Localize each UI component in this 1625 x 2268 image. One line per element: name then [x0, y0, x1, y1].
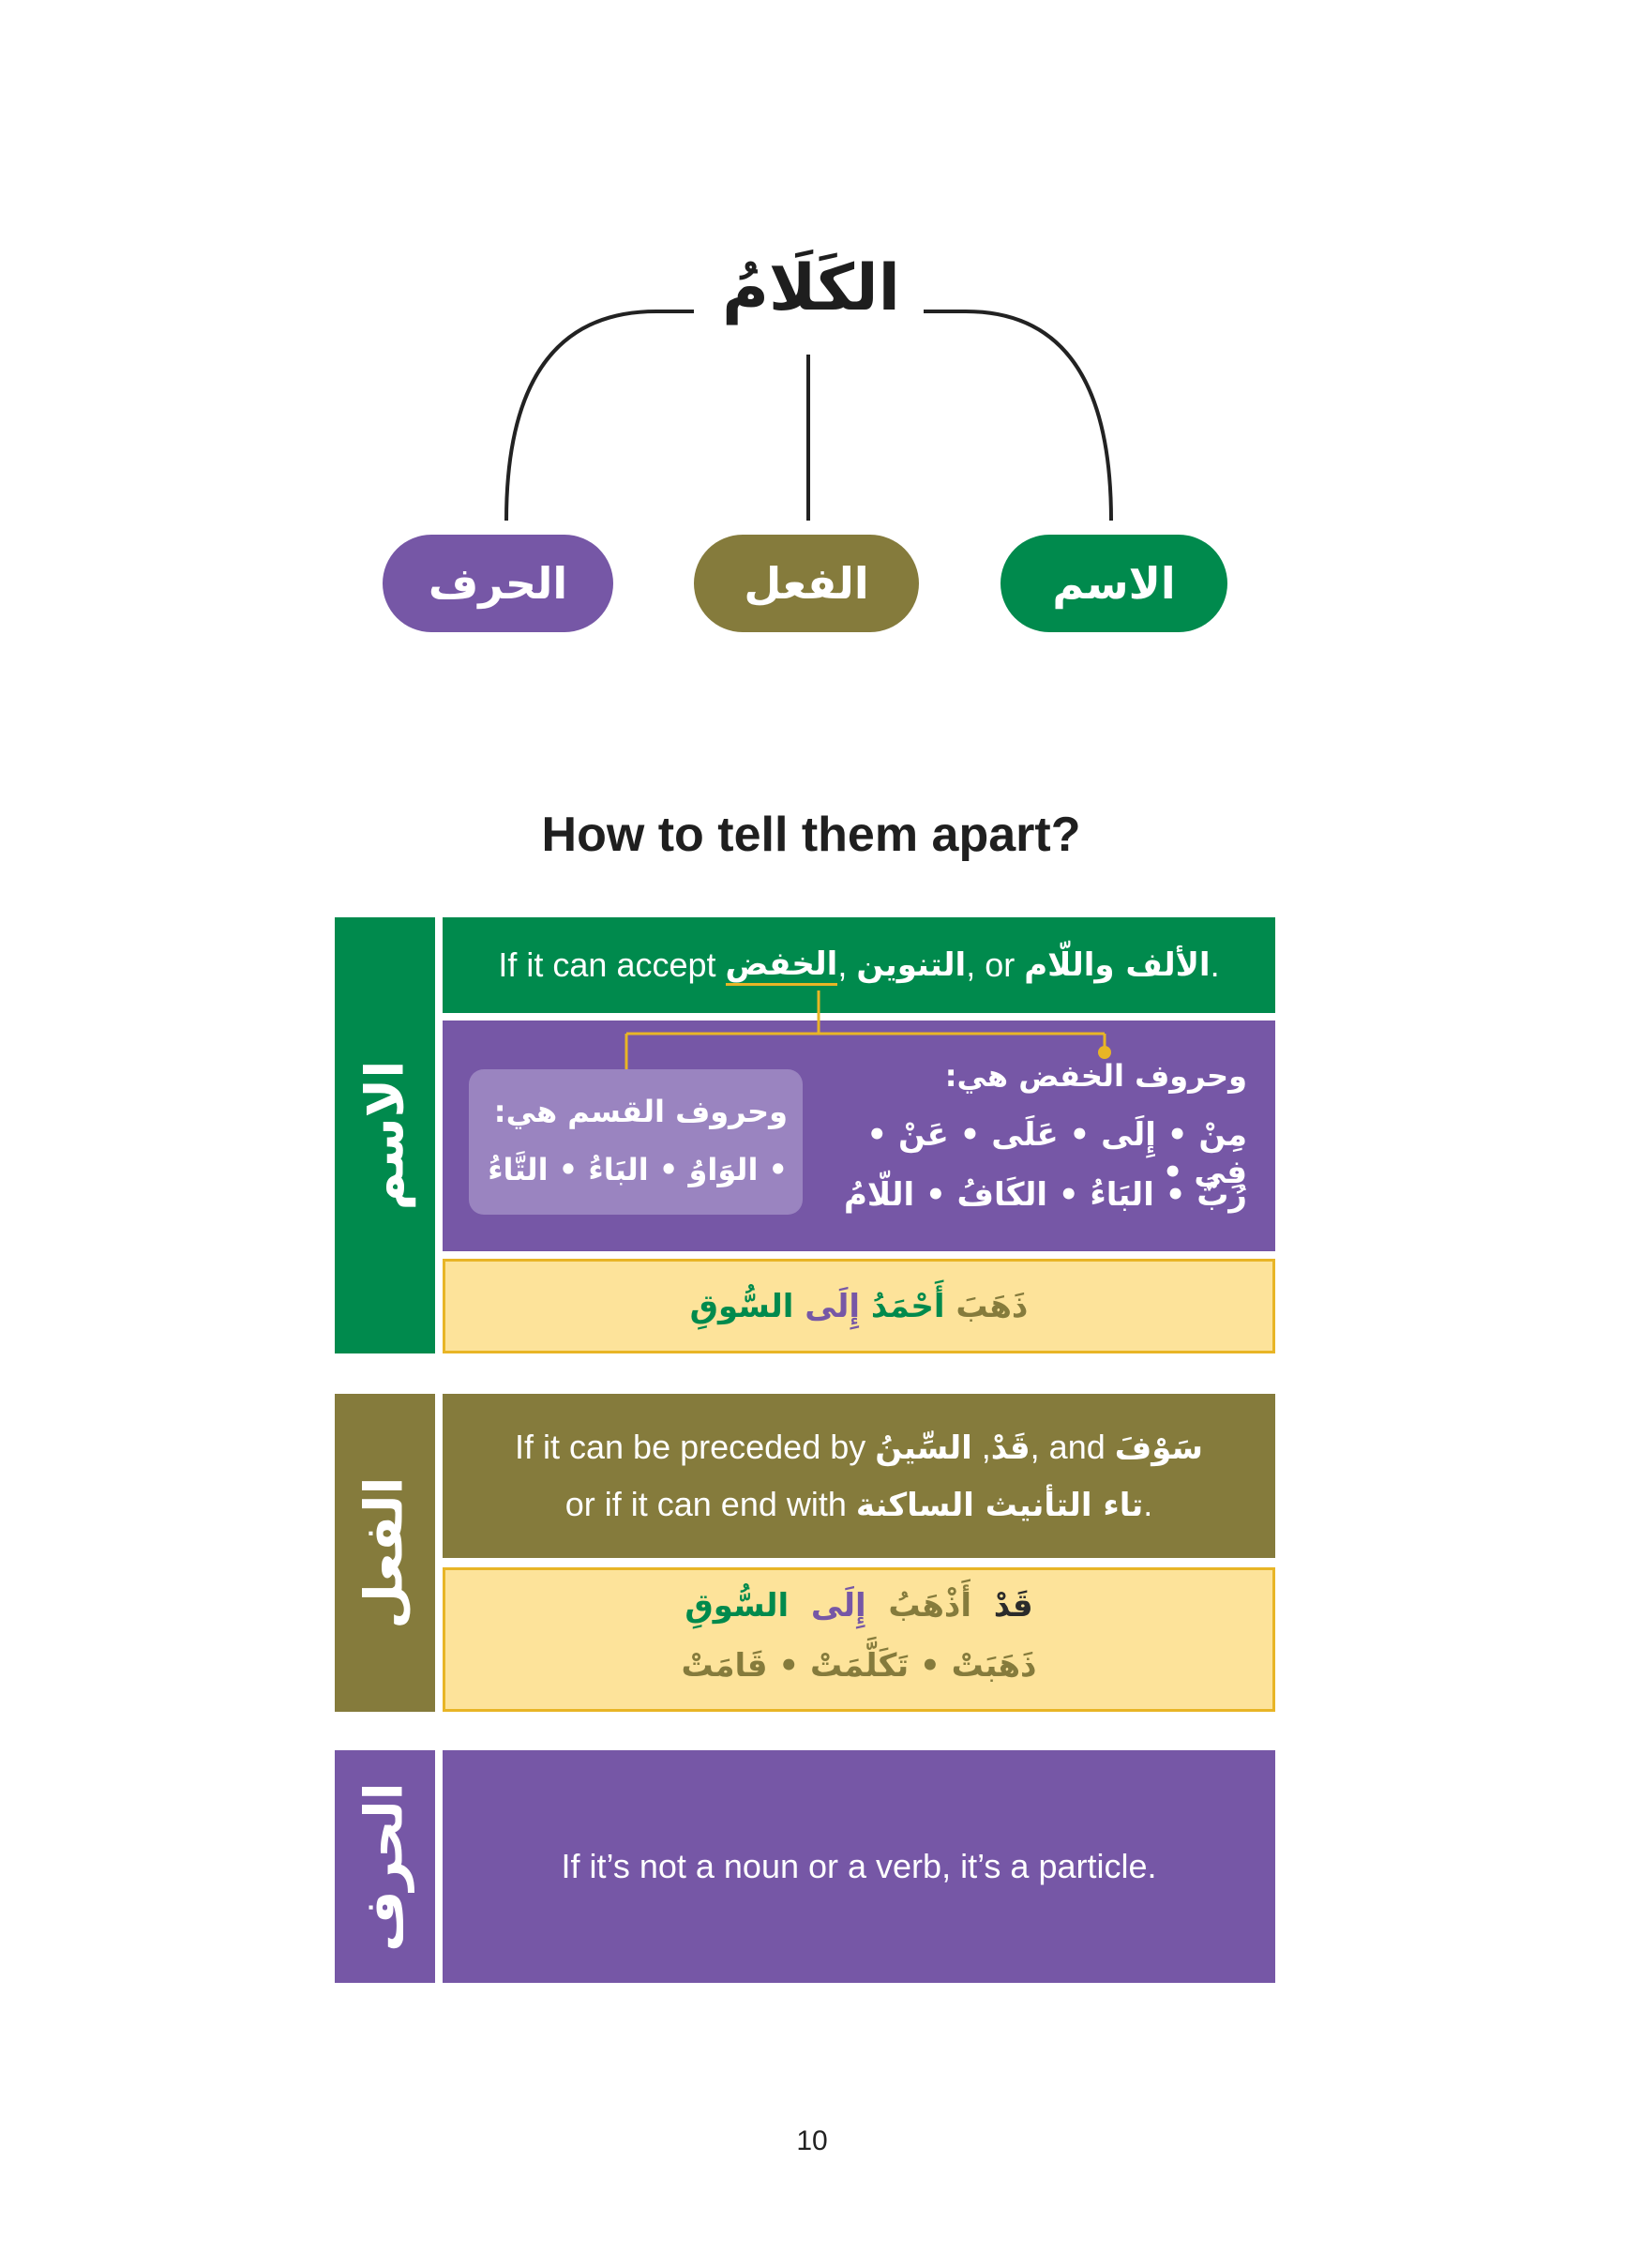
side-label-fiel: الفعل	[335, 1394, 435, 1712]
fiel-ex-word-2: أَذْهَبُ	[888, 1587, 971, 1625]
page-number: 10	[796, 2125, 828, 2156]
ism-def-end: .	[1210, 945, 1220, 984]
ism-ex-word-1: ذَهَبَ	[955, 1287, 1029, 1325]
fiel-example-line2: ذَهَبَتْ • تَكَلَّمَتْ • قَامَتْ	[681, 1647, 1037, 1685]
fiel-definition: If it can be preceded by قَدْ, السِّينُ,…	[443, 1394, 1275, 1558]
side-label-harf: الحرف	[335, 1750, 435, 1983]
side-label-ism: الاسم	[335, 917, 435, 1353]
qasam-heading: وحروف القسم هي:	[493, 1094, 788, 1129]
fiel-def1-qad: قَدْ	[990, 1429, 1031, 1467]
qasam-box	[469, 1069, 803, 1215]
ism-def-prefix: If it can accept	[498, 945, 726, 984]
fiel-def1-sep: ,	[971, 1427, 991, 1466]
harf-definition: If it’s not a noun or a verb, it’s a par…	[443, 1750, 1275, 1983]
ism-def-or: , or	[966, 945, 1025, 984]
khafd-letters-line2: رُبَّ • البَاءُ • الكَافُ • اللّامُ	[843, 1176, 1247, 1214]
fiel-ex-word-1: قَدْ	[993, 1587, 1033, 1625]
fiel-def1-and: , and	[1030, 1427, 1115, 1466]
khafd-heading: وحروف الخفض هي:	[944, 1058, 1247, 1094]
ism-def-khafd: الخفض	[725, 945, 838, 986]
section-title: How to tell them apart?	[541, 808, 1081, 862]
khafd-letters-line1: مِنْ • إِلَى • عَلَى • عَنْ • فِي •	[866, 1116, 1247, 1191]
fiel-def-line1: If it can be preceded by قَدْ, السِّينُ,…	[515, 1419, 1203, 1476]
fiel-example-line1: قَدْ أَذْهَبُ إِلَى السُّوقِ	[443, 1587, 1275, 1625]
fiel-def2-ta: تاء التأنيث الساكنة	[855, 1486, 1144, 1524]
fiel-def1-seen: السِّينُ	[875, 1429, 972, 1467]
ism-definition: If it can accept الخفض , التنوين , or ال…	[443, 917, 1275, 1013]
tree-root-title: الكَلَامُ	[722, 251, 900, 325]
fiel-def1-prefix: If it can be preceded by	[515, 1427, 876, 1466]
fiel-def1-sawfa: سَوْفَ	[1114, 1429, 1203, 1467]
fiel-ex-word-4: السُّوقِ	[685, 1587, 790, 1625]
ism-ex-word-2: أَحْمَدُ	[870, 1287, 945, 1325]
fiel-ex-word-3: إِلَى	[810, 1587, 866, 1625]
pill-fiel: الفعل	[694, 535, 919, 632]
ism-def-alif-lam: الألف واللّام	[1024, 946, 1211, 984]
ism-def-sep: ,	[837, 945, 857, 984]
side-label-harf-text: الحرف	[354, 1781, 415, 1952]
ism-example: ذَهَبَ أَحْمَدُ إِلَى السُّوقِ	[443, 1259, 1275, 1353]
fiel-def-line2: or if it can end with تاء التأنيث الساكن…	[565, 1476, 1153, 1534]
ism-ex-word-3: إِلَى	[805, 1287, 861, 1325]
fiel-example-box	[443, 1567, 1275, 1712]
fiel-def2-prefix: or if it can end with	[564, 1484, 856, 1523]
fiel-def2-end: .	[1143, 1484, 1153, 1523]
pill-ism: الاسم	[1001, 535, 1227, 632]
ism-def-tanween: التنوين	[856, 946, 967, 984]
ism-ex-word-4: السُّوقِ	[689, 1287, 794, 1325]
side-label-fiel-text: الفعل	[354, 1476, 415, 1629]
qasam-letters: • الوَاوُ • البَاءُ • التَّاءُ	[488, 1152, 788, 1187]
pill-harf: الحرف	[383, 535, 613, 632]
harf-definition-text: If it’s not a noun or a verb, it’s a par…	[561, 1847, 1157, 1885]
